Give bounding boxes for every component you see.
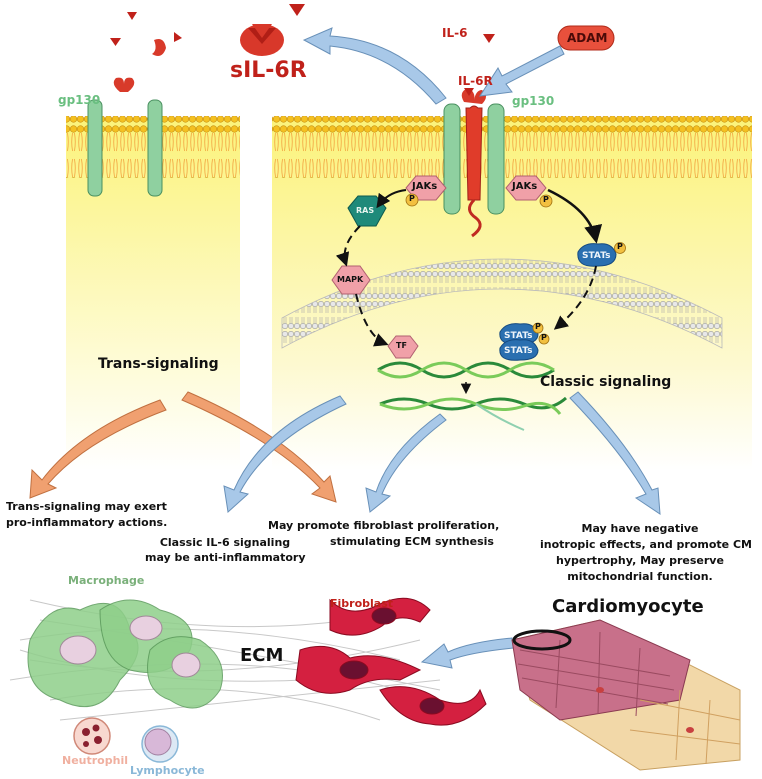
cardiomyocyte-tissue <box>511 619 741 771</box>
classic-fibroblast-arrow <box>365 413 447 513</box>
adam-label: ADAM <box>567 31 608 45</box>
classic-signaling-label: Classic signaling <box>540 374 672 390</box>
cm-effect-line3: hypertrophy, May preserve <box>556 554 724 567</box>
lymphocyte-label: Lymphocyte <box>130 764 205 777</box>
phospho-stats-label: P <box>617 242 623 251</box>
phospho-dimer-1 <box>532 322 544 334</box>
stats-dimer-bottom-label: STATs <box>504 346 533 356</box>
il6r-label: IL-6R <box>458 74 493 88</box>
gp130-left-label: gp130 <box>58 93 101 107</box>
macrophage-cells <box>27 599 223 709</box>
ras-to-mapk-arrow <box>335 225 361 267</box>
shedding-arrow <box>302 27 447 105</box>
jaks-to-stats-arrow <box>547 188 603 244</box>
dna-helix <box>377 361 567 431</box>
classic-anti-inflammatory-arrow <box>223 395 347 513</box>
phospho-dimer-2-label: P <box>541 333 547 342</box>
stats-to-nucleus-arrow <box>553 265 597 330</box>
jaks-left-label: JAKs <box>412 181 438 192</box>
phospho-jaks-right-label: P <box>543 195 549 204</box>
trans-effect-line1: Trans-signaling may exert <box>6 500 167 513</box>
mapk-label: MAPK <box>337 275 364 284</box>
classic-effect-line1: Classic IL-6 signaling <box>159 536 291 549</box>
gp130-right-label: gp130 <box>512 94 555 108</box>
il6-ligands <box>110 4 495 96</box>
macrophage-label: Macrophage <box>68 574 145 587</box>
stats-dimer-top-label: STATs <box>504 331 533 341</box>
classic-cardiomyocyte-arrow <box>569 391 661 515</box>
phospho-dimer-2 <box>538 333 550 345</box>
cm-effect-line2: inotropic effects, and promote CM <box>540 538 752 551</box>
sil6r-molecule <box>240 24 284 56</box>
phospho-jaks-left <box>405 193 419 207</box>
fibroblast-effect-line1: May promote fibroblast proliferation, <box>268 519 500 532</box>
tf-icon <box>387 335 419 359</box>
fibroblast-effect-line2: stimulating ECM synthesis <box>330 535 494 548</box>
ras-label: RAS <box>356 206 375 215</box>
cm-effect-line4: mitochondrial function. <box>567 570 713 583</box>
jaks-to-ras-arrow <box>376 189 407 209</box>
cm-effect-line1: May have negative <box>581 522 699 535</box>
lymphocyte-cell <box>141 725 179 763</box>
jaks-right-label: JAKs <box>512 181 538 192</box>
neutrophil-label: Neutrophil <box>62 754 128 767</box>
jaks-right-icon <box>505 175 547 201</box>
small-sil6r-fragment <box>152 39 166 56</box>
neutrophil-cell <box>73 717 111 755</box>
nuclear-envelope <box>281 258 723 349</box>
fibroblast-label: Fibroblast <box>330 597 394 610</box>
phospho-jaks-left-label: P <box>409 194 415 203</box>
cardiomyocyte-label: Cardiomyocyte <box>552 596 704 617</box>
stats-dimer-bottom-icon <box>499 339 539 361</box>
fibroblast-cells <box>295 597 487 726</box>
tf-label: TF <box>396 341 407 350</box>
adam-enzyme <box>557 25 615 51</box>
trans-fibroblast-arrow <box>181 391 337 503</box>
stats-icon <box>577 243 617 267</box>
trans-pro-inflammatory-arrow <box>29 399 167 499</box>
ecm-label: ECM <box>240 645 284 666</box>
phospho-dimer-1-label: P <box>535 322 541 331</box>
adam-arrow <box>479 45 565 97</box>
right-membrane <box>272 116 752 178</box>
phospho-jaks-right <box>539 194 553 208</box>
phospho-stats <box>614 242 626 254</box>
stats-label: STATs <box>582 251 611 261</box>
il6-receptor-complex <box>443 88 505 238</box>
il6-label: IL-6 <box>442 26 468 40</box>
classic-effect-line2: may be anti-inflammatory <box>145 551 306 564</box>
gp130-left-receptor <box>87 77 163 197</box>
mapk-to-tf-arrow <box>355 293 389 347</box>
trans-effect-line2: pro-inflammatory actions. <box>6 516 168 529</box>
sil6r-label: sIL-6R <box>230 58 307 83</box>
trans-signaling-label: Trans-signaling <box>98 356 219 372</box>
cardiomyocyte-to-fibroblast-arrow <box>420 637 515 669</box>
